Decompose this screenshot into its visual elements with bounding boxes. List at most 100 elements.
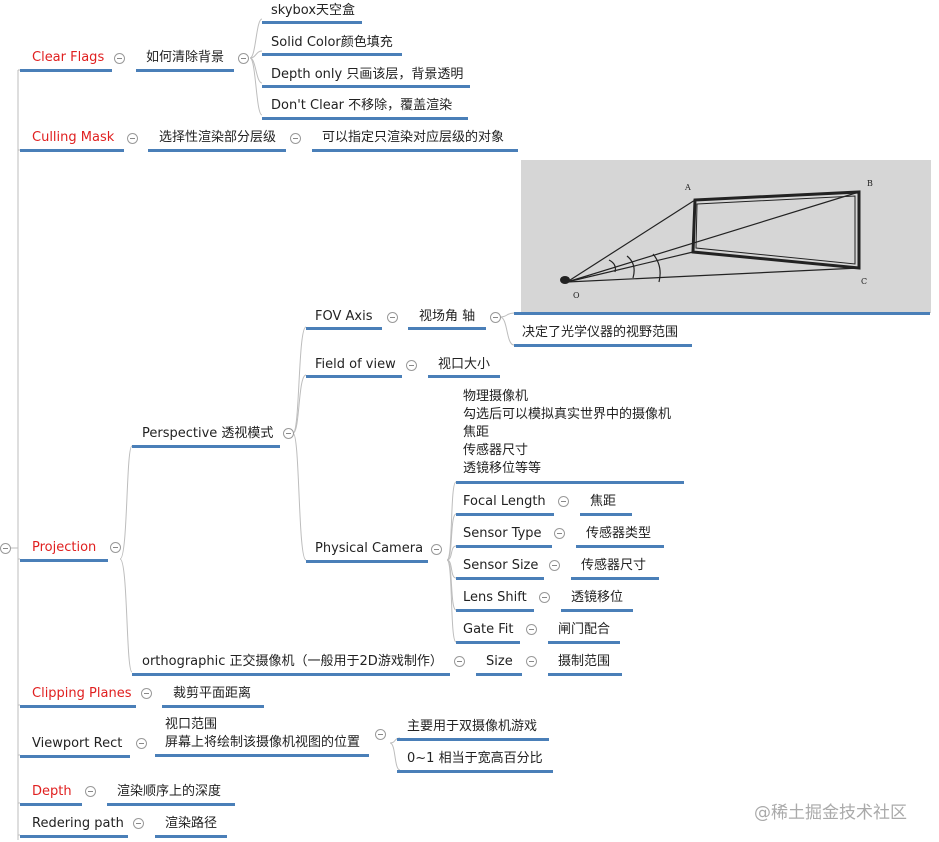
node-dont-clear[interactable]: Don't Clear 不移除，覆盖渲染 xyxy=(271,98,453,113)
underline xyxy=(571,577,659,580)
underline xyxy=(132,673,450,676)
node-culling-detail[interactable]: 可以指定只渲染对应层级的对象 xyxy=(322,130,505,145)
viewport-rect-toggle[interactable] xyxy=(136,738,147,749)
node-viewport-a[interactable]: 主要用于双摄像机游戏 xyxy=(407,719,538,734)
underline xyxy=(20,803,82,806)
underline xyxy=(476,673,522,676)
underline xyxy=(548,641,620,644)
rendering-path-toggle[interactable] xyxy=(133,818,144,829)
field-of-view-toggle[interactable] xyxy=(406,360,417,371)
focal-length-toggle[interactable] xyxy=(558,496,569,507)
node-focal-length-desc[interactable]: 焦距 xyxy=(590,494,617,509)
underline xyxy=(20,705,136,708)
figure-label-a: A xyxy=(684,183,691,192)
node-field-of-view-desc[interactable]: 视口大小 xyxy=(438,357,491,372)
viewport-note-1: 视口范围 xyxy=(165,717,218,732)
sensor-type-toggle[interactable] xyxy=(554,528,565,539)
underline xyxy=(136,69,234,72)
underline xyxy=(456,609,534,612)
underline xyxy=(20,69,112,72)
viewport-note-2: 屏幕上将绘制该摄像机视图的位置 xyxy=(165,735,361,750)
figure-label-b: B xyxy=(867,179,873,188)
culling-mask-toggle[interactable] xyxy=(127,133,138,144)
figure-label-c: C xyxy=(861,277,867,286)
culling-desc-toggle[interactable] xyxy=(290,133,301,144)
node-culling-desc[interactable]: 选择性渲染部分层级 xyxy=(159,130,277,145)
underline xyxy=(306,327,382,330)
node-fov-axis-detail[interactable]: 决定了光学仪器的视野范围 xyxy=(522,325,679,340)
viewport-notes-toggle[interactable] xyxy=(375,729,386,740)
clipping-planes-toggle[interactable] xyxy=(141,688,152,699)
node-culling-mask[interactable]: Culling Mask xyxy=(32,130,115,145)
fov-axis-desc-toggle[interactable] xyxy=(490,312,501,323)
underline xyxy=(397,770,553,773)
node-projection[interactable]: Projection xyxy=(32,540,97,555)
node-lens-shift-desc[interactable]: 透镜移位 xyxy=(571,590,624,605)
underline xyxy=(456,577,544,580)
physical-note-2: 勾选后可以模拟真实世界中的摄像机 xyxy=(463,407,672,422)
underline xyxy=(408,327,486,330)
underline xyxy=(20,755,130,758)
lens-shift-toggle[interactable] xyxy=(539,592,550,603)
node-depth[interactable]: Depth xyxy=(32,784,72,799)
node-size[interactable]: Size xyxy=(486,654,513,669)
size-toggle[interactable] xyxy=(526,656,537,667)
node-sensor-size-desc[interactable]: 传感器尺寸 xyxy=(581,558,647,573)
node-rendering-path[interactable]: Redering path xyxy=(32,816,124,831)
node-gate-fit[interactable]: Gate Fit xyxy=(463,622,514,637)
underline xyxy=(262,117,468,120)
underline xyxy=(561,609,633,612)
node-depth-only[interactable]: Depth only 只画该层，背景透明 xyxy=(271,67,464,82)
node-perspective[interactable]: Perspective 透视模式 xyxy=(142,426,274,441)
projection-toggle[interactable] xyxy=(110,542,121,553)
underline xyxy=(20,559,108,562)
node-physical-camera[interactable]: Physical Camera xyxy=(315,541,424,556)
node-fov-axis[interactable]: FOV Axis xyxy=(315,309,373,324)
underline xyxy=(155,835,227,838)
underline xyxy=(312,149,518,152)
perspective-toggle[interactable] xyxy=(283,428,294,439)
underline xyxy=(456,481,684,484)
node-size-desc[interactable]: 摄制范围 xyxy=(558,654,611,669)
underline xyxy=(132,445,280,448)
node-sensor-type-desc[interactable]: 传感器类型 xyxy=(586,526,652,541)
root-collapse-toggle[interactable] xyxy=(0,543,11,554)
node-sensor-size[interactable]: Sensor Size xyxy=(463,558,539,573)
underline xyxy=(155,754,369,757)
underline xyxy=(148,149,286,152)
clear-flags-desc-toggle[interactable] xyxy=(238,53,249,64)
node-skybox[interactable]: skybox天空盒 xyxy=(271,3,356,18)
underline xyxy=(162,705,264,708)
depth-toggle[interactable] xyxy=(85,786,96,797)
node-clear-flags-desc[interactable]: 如何清除背景 xyxy=(146,50,225,65)
node-viewport-b[interactable]: 0~1 相当于宽高百分比 xyxy=(407,751,543,766)
node-fov-axis-desc[interactable]: 视场角 轴 xyxy=(419,309,476,324)
node-viewport-rect[interactable]: Viewport Rect xyxy=(32,736,123,751)
orthographic-toggle[interactable] xyxy=(454,656,465,667)
node-orthographic[interactable]: orthographic 正交摄像机（一般用于2D游戏制作） xyxy=(142,654,443,669)
underline xyxy=(580,513,632,516)
node-clipping-planes[interactable]: Clipping Planes xyxy=(32,686,132,701)
node-gate-fit-desc[interactable]: 闸门配合 xyxy=(558,622,611,637)
node-clipping-desc[interactable]: 裁剪平面距离 xyxy=(173,686,252,701)
fov-figure-image: A B C O xyxy=(521,160,931,313)
clear-flags-toggle[interactable] xyxy=(114,53,125,64)
figure-label-o: O xyxy=(573,291,580,300)
node-clear-flags[interactable]: Clear Flags xyxy=(32,50,105,65)
node-sensor-type[interactable]: Sensor Type xyxy=(463,526,542,541)
sensor-size-toggle[interactable] xyxy=(549,560,560,571)
node-rendering-desc[interactable]: 渲染路径 xyxy=(165,816,218,831)
gate-fit-toggle[interactable] xyxy=(526,624,537,635)
node-lens-shift[interactable]: Lens Shift xyxy=(463,590,527,605)
node-solid-color[interactable]: Solid Color颜色填充 xyxy=(271,35,393,50)
physical-camera-toggle[interactable] xyxy=(431,544,442,555)
underline xyxy=(456,641,520,644)
fov-axis-toggle[interactable] xyxy=(387,312,398,323)
underline xyxy=(397,738,549,741)
underline xyxy=(262,53,402,56)
node-focal-length[interactable]: Focal Length xyxy=(463,494,546,509)
node-field-of-view[interactable]: Field of view xyxy=(315,357,396,372)
node-depth-desc[interactable]: 渲染顺序上的深度 xyxy=(117,784,222,799)
physical-note-3: 焦距 xyxy=(463,425,490,440)
